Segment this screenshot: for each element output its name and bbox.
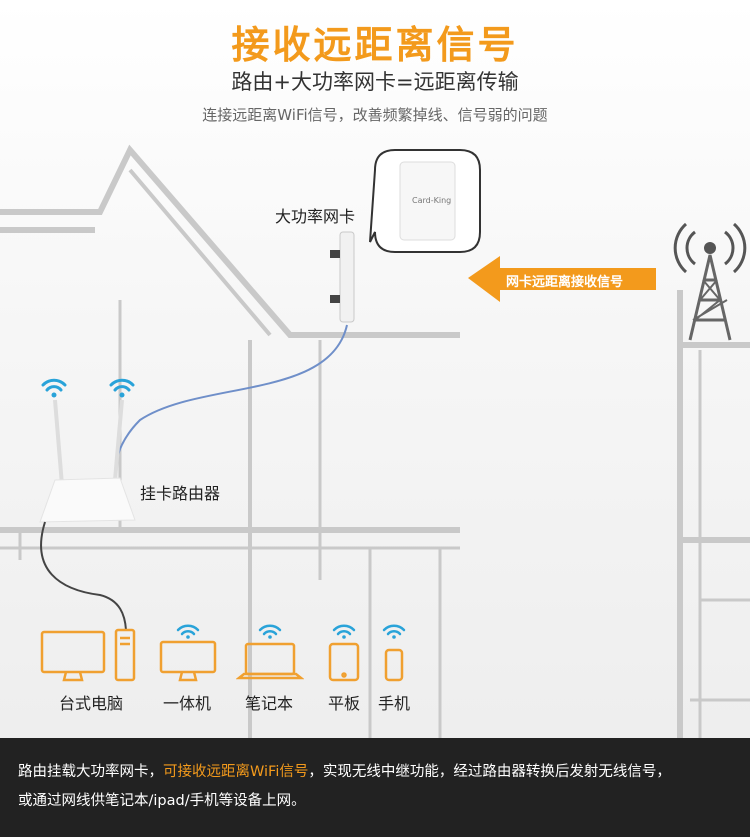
footer-text-part2: ，实现无线中继功能，经过路由器转换后发射无线信号， <box>308 764 671 780</box>
wifi-icon <box>41 378 67 398</box>
laptop-icon <box>236 624 304 680</box>
background-scene <box>0 144 750 738</box>
signal-arrow-label: 网卡远距离接收信号 <box>506 275 624 290</box>
footer-text-part1: 路由挂载大功率网卡， <box>18 764 163 780</box>
all-in-one-icon <box>159 624 217 682</box>
page-title: 接收远距离信号 <box>231 23 519 67</box>
device-label-phone: 手机 <box>377 694 410 713</box>
card-label: 大功率网卡 <box>275 207 356 226</box>
footer-text-highlight: 可接收远距离WiFi信号 <box>163 764 309 780</box>
tablet-icon <box>328 624 360 682</box>
device-label-desktop: 台式电脑 <box>58 694 123 713</box>
page-description: 连接远距离WiFi信号，改善频繁掉线、信号弱的问题 <box>202 106 548 124</box>
desktop-icon <box>40 628 136 682</box>
device-label-tablet: 平板 <box>327 694 360 713</box>
wifi-icon <box>109 378 135 398</box>
device-label-laptop: 笔记本 <box>244 694 293 713</box>
footer-text: 路由挂载大功率网卡，可接收远距离WiFi信号，实现无线中继功能，经过路由器转换后… <box>0 738 750 816</box>
card-brand-label: Card-King <box>412 196 452 205</box>
phone-icon <box>382 624 406 682</box>
footer-text-line2: 或通过网线供笔记本/ipad/手机等设备上网。 <box>18 793 306 809</box>
page-subtitle: 路由+大功率网卡=远距离传输 <box>231 70 519 94</box>
tower-icon <box>688 254 732 341</box>
device-label-all-in-one: 一体机 <box>162 694 211 713</box>
router-label: 挂卡路由器 <box>140 484 221 503</box>
footer-banner: 路由挂载大功率网卡，可接收远距离WiFi信号，实现无线中继功能，经过路由器转换后… <box>0 738 750 837</box>
